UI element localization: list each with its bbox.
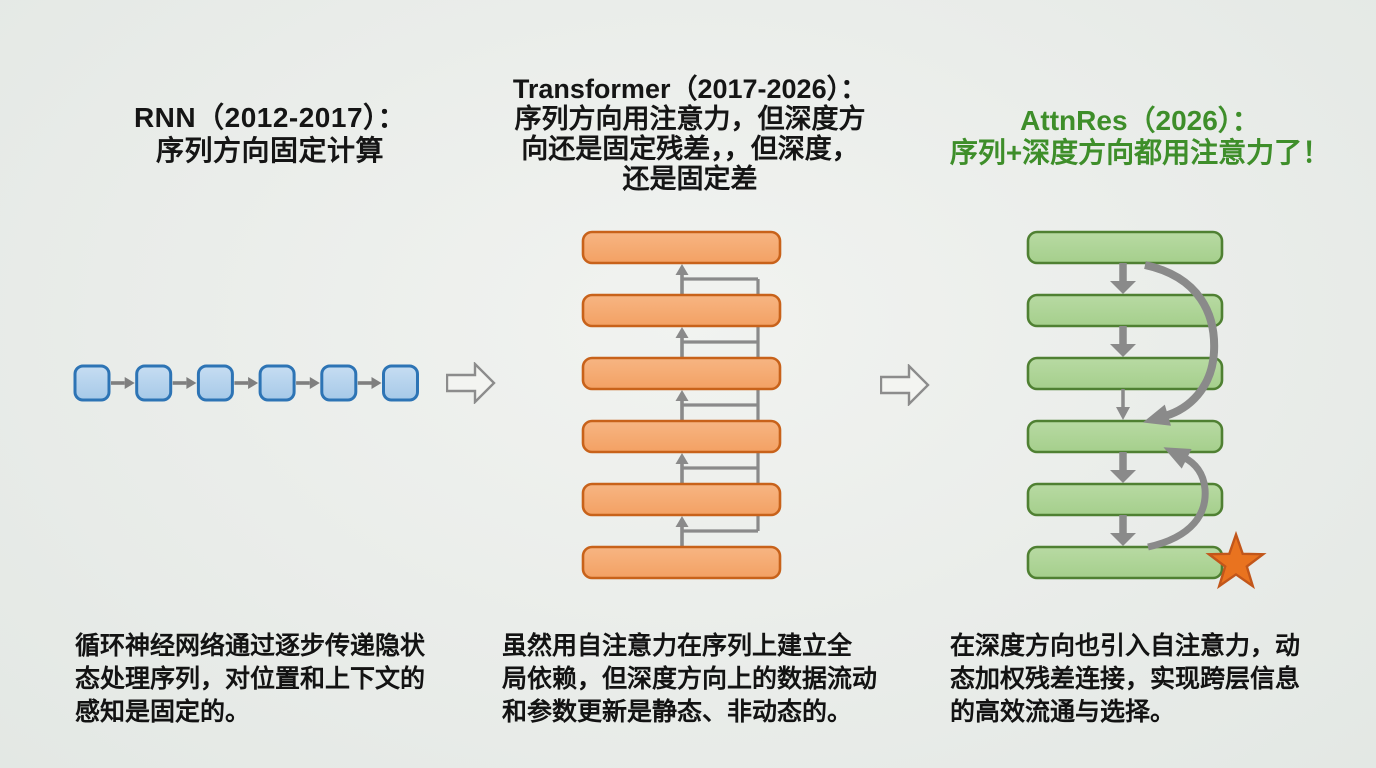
chain-arrowhead [124, 377, 135, 389]
transformer-residual-stack-diagram [581, 230, 782, 580]
depth-down-arrowhead [1110, 281, 1136, 294]
layer-up-arrowhead [675, 390, 689, 401]
text-line: 和参数更新是静态、非动态的。 [502, 698, 853, 726]
chain-arrowhead [309, 377, 320, 389]
depth-down-arrowhead [1110, 344, 1136, 357]
text-line: 序列方向固定计算 [155, 135, 384, 166]
depth-down-arrowhead [1110, 470, 1136, 483]
rnn-cell [196, 364, 234, 402]
attnres-layer-bar [1026, 545, 1224, 580]
block-arrow-shape [880, 364, 930, 406]
text-line: 序列+深度方向都用注意力了！ [949, 137, 1331, 168]
stage-transition-arrow-icon [880, 364, 930, 406]
text-line: 向还是固定残差，，但深度， [521, 134, 859, 164]
attnres-layer-bar [1026, 230, 1224, 265]
attnres-attention-stack-diagram [1026, 230, 1267, 590]
text-line: 局依赖，但深度方向上的数据流动 [502, 665, 878, 693]
transformer-title: Transformer（2017-2026）：序列方向用注意力，但深度方向还是固… [488, 74, 892, 194]
layer-up-arrowhead [675, 453, 689, 464]
attention-skip-curve-up [1147, 447, 1209, 551]
rnn-cell [258, 364, 296, 402]
text-line: 虽然用自注意力在序列上建立全 [502, 632, 853, 660]
text-line: 序列方向用注意力，但深度方 [514, 104, 866, 134]
layer-up-arrowhead [675, 327, 689, 338]
text-line: 态加权残差连接，实现跨层信息 [950, 665, 1301, 693]
rnn-cell [135, 364, 173, 402]
stage-transition-arrow-icon [446, 362, 496, 404]
rnn-chain-diagram [73, 364, 419, 402]
transformer-layer-bar [581, 356, 782, 391]
chain-arrowhead [371, 377, 382, 389]
highlight-star-icon [1205, 530, 1267, 590]
depth-down-arrowhead [1116, 407, 1130, 420]
rnn-title: RNN（2012-2017）：序列方向固定计算 [70, 101, 470, 167]
transformer-layer-bar [581, 293, 782, 328]
transformer-layer-bar [581, 545, 782, 580]
text-line: 态处理序列，对位置和上下文的 [75, 665, 426, 693]
attnres-layer-bar [1026, 293, 1224, 328]
rnn-caption: 循环神经网络通过逐步传递隐状态处理序列，对位置和上下文的感知是固定的。 [75, 630, 425, 729]
block-arrow-shape [446, 362, 496, 404]
text-line: RNN（2012-2017）： [133, 102, 407, 133]
text-line: 的高效流通与选择。 [950, 698, 1176, 726]
text-line: 循环神经网络通过逐步传递隐状 [75, 632, 426, 660]
transformer-layer-bar [581, 482, 782, 517]
rnn-cell [320, 364, 358, 402]
chain-arrowhead [186, 377, 197, 389]
attnres-title: AttnRes（2026）：序列+深度方向都用注意力了！ [940, 105, 1340, 169]
text-line: 还是固定差 [622, 164, 758, 194]
transformer-layer-bar [581, 230, 782, 265]
text-line: 感知是固定的。 [75, 698, 251, 726]
chain-arrowhead [248, 377, 259, 389]
transformer-layer-bar [581, 419, 782, 454]
text-line: AttnRes（2026）： [1020, 105, 1260, 136]
rnn-cell [382, 364, 419, 402]
attention-skip-curve-down [1142, 261, 1219, 426]
depth-down-arrowhead [1110, 533, 1136, 546]
text-line: Transformer（2017-2026）： [512, 74, 868, 104]
transformer-caption: 虽然用自注意力在序列上建立全局依赖，但深度方向上的数据流动和参数更新是静态、非动… [502, 630, 877, 729]
layer-up-arrowhead [675, 516, 689, 527]
layer-up-arrowhead [675, 264, 689, 275]
text-line: 在深度方向也引入自注意力，动 [950, 632, 1301, 660]
attnres-caption: 在深度方向也引入自注意力，动态加权残差连接，实现跨层信息的高效流通与选择。 [950, 630, 1300, 729]
attnres-layer-bar [1026, 482, 1224, 517]
rnn-cell [73, 364, 111, 402]
attnres-layer-bar [1026, 356, 1224, 391]
attnres-layer-bar [1026, 419, 1224, 454]
